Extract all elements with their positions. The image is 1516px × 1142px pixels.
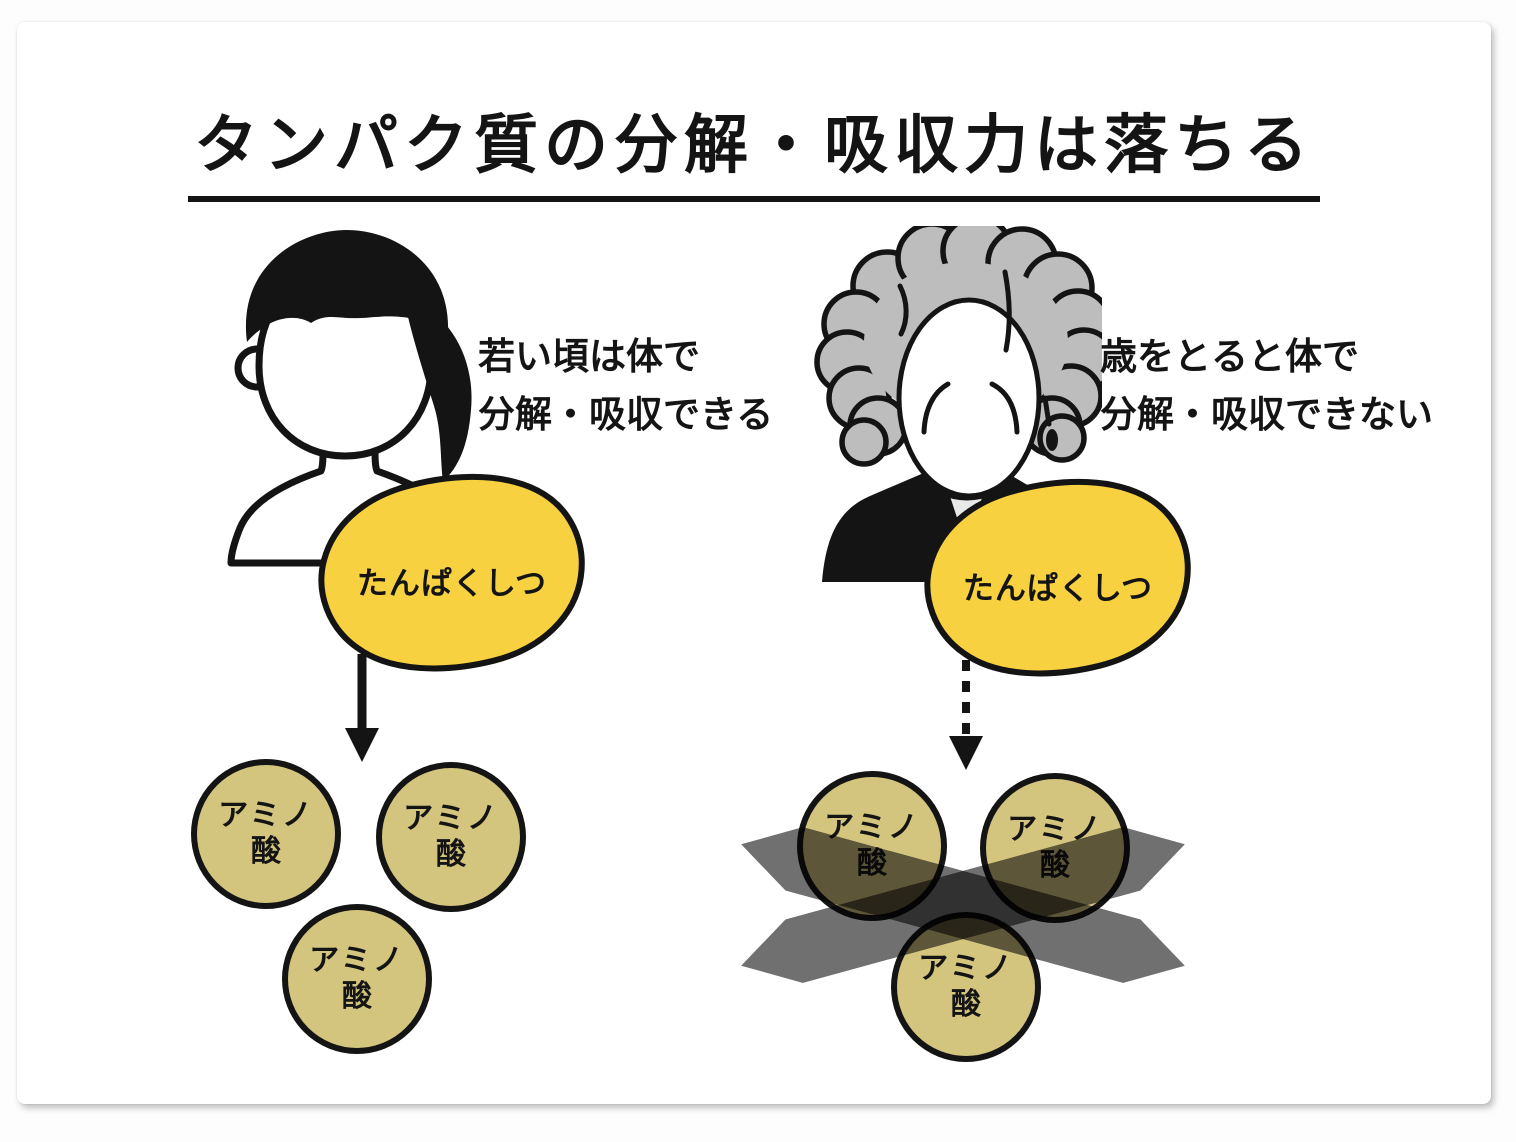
amino-label-line2: 酸 (251, 834, 281, 869)
left-caption-line1: 若い頃は体で (478, 335, 700, 378)
amino-label-line2: 酸 (951, 987, 981, 1022)
elderly-cheek-line-right (989, 381, 1020, 435)
young-ponytail (406, 298, 472, 482)
elderly-hair-parting (1002, 269, 1012, 353)
young-hair (245, 230, 449, 344)
right-caption-line1: 歳をとると体で (1100, 335, 1359, 378)
elderly-face (896, 297, 1042, 499)
amino-acid-circle: アミノ 酸 (376, 762, 526, 912)
protein-blob-shape (318, 473, 585, 672)
dotted-down-arrow-icon (949, 660, 983, 770)
amino-acid-circle: アミノ 酸 (191, 759, 341, 909)
right-caption: 歳をとると体で 分解・吸収できない (1100, 328, 1433, 444)
elderly-earring (1042, 395, 1058, 451)
amino-label-line2: 酸 (342, 979, 372, 1014)
left-caption-line2: 分解・吸収できる (478, 393, 774, 436)
protein-label: たんぱくしつ (962, 570, 1154, 607)
amino-acid-circle: アミノ 酸 (282, 904, 432, 1054)
protein-blob-shape (924, 478, 1191, 677)
amino-label-line1: アミノ (218, 798, 314, 833)
protein-label: たんぱくしつ (356, 565, 548, 602)
page-title: タンパク質の分解・吸収力は落ちる (17, 94, 1491, 202)
down-arrow-icon (345, 654, 379, 762)
amino-label-line1: アミノ (403, 801, 499, 836)
amino-label-line1: アミノ (918, 951, 1014, 986)
slide-card: タンパク質の分解・吸収力は落ちる (17, 22, 1491, 1104)
page-title-text: タンパク質の分解・吸収力は落ちる (188, 94, 1320, 202)
left-caption: 若い頃は体で 分解・吸収できる (478, 328, 773, 444)
protein-blob-right: たんぱくしつ (916, 477, 1200, 679)
elderly-cheek-line-left (921, 381, 951, 435)
prohibition-cross-icon (733, 872, 1193, 938)
amino-label-line1: アミノ (309, 943, 405, 978)
amino-label-line2: 酸 (436, 837, 466, 872)
protein-blob-left: たんぱくしつ (310, 472, 594, 674)
elderly-hair-curl-stroke (897, 283, 909, 337)
right-caption-line2: 分解・吸収できない (1100, 393, 1433, 436)
